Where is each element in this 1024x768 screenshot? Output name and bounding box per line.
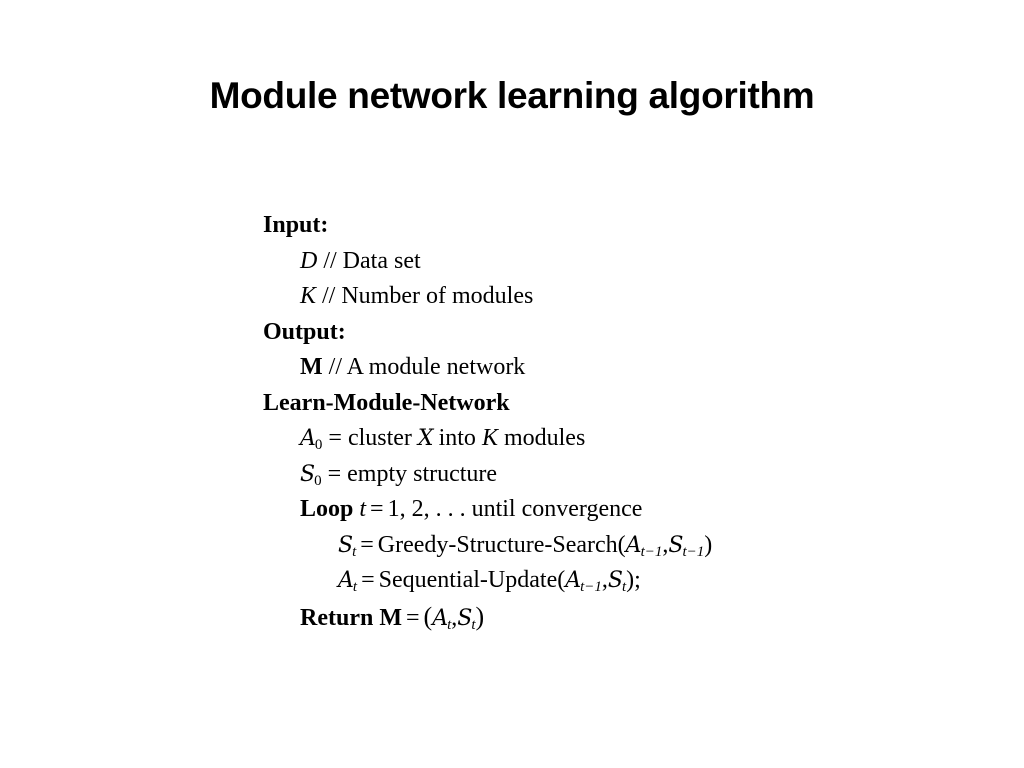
function-name: Greedy-Structure-Search(	[377, 531, 626, 558]
structure-symbol: S	[457, 605, 472, 631]
argument-separator: ,	[601, 567, 608, 593]
assignment-symbol: A	[565, 568, 581, 593]
sequential-update-step: At=Sequential-Update(At−1,St);	[263, 563, 712, 599]
init-assignment-line: A0 = cluster X into K modules	[263, 421, 712, 457]
assignment-symbol: A	[625, 532, 642, 558]
assignment-subscript: t−1	[640, 543, 663, 560]
closing-paren: )	[704, 531, 713, 558]
argument-separator: ,	[662, 531, 669, 558]
into-text: into	[438, 425, 476, 451]
function-name: Sequential-Update(	[378, 567, 566, 593]
structure-subscript: t−1	[682, 543, 705, 560]
modules-count-comment: // Number of modules	[322, 283, 534, 309]
slide-title: Module network learning algorithm	[209, 75, 815, 116]
structure-symbol: S	[338, 532, 353, 558]
assignment-subscript: t	[447, 616, 452, 633]
argument-separator: ,	[451, 604, 458, 631]
modules-count-symbol: K	[300, 283, 317, 309]
dataset-symbol: D	[300, 247, 318, 274]
network-symbol: M	[379, 604, 402, 631]
closing-paren: )	[475, 601, 485, 631]
loop-keyword: Loop	[300, 496, 354, 522]
output-label: Output:	[263, 318, 346, 345]
input-dataset-line: D // Data set	[263, 244, 712, 280]
loop-line: Loop t=1, 2, . . . until convergence	[263, 492, 712, 528]
equals-sign: =	[327, 460, 342, 487]
structure-symbol: S	[607, 568, 623, 593]
opening-paren: (	[423, 601, 433, 631]
structure-subscript: t	[352, 543, 357, 560]
network-symbol: M	[300, 354, 323, 380]
output-network-line: M // A module network	[263, 350, 712, 386]
assignment-subscript: 0	[314, 437, 323, 453]
equals-sign: =	[360, 531, 374, 558]
loop-range: 1, 2, . . .	[387, 496, 466, 522]
structure-subscript: t	[621, 579, 627, 595]
structure-symbol: S	[300, 461, 315, 487]
input-label: Input:	[263, 212, 329, 238]
assignment-subscript: t−1	[580, 579, 602, 595]
output-heading: Output:	[263, 315, 712, 351]
equals-sign: =	[370, 496, 384, 522]
assignment-subscript: t	[352, 579, 358, 595]
equals-sign: =	[405, 604, 420, 631]
network-comment: // A module network	[328, 354, 526, 380]
cluster-text: cluster	[347, 425, 412, 451]
assignment-symbol: A	[432, 605, 448, 631]
modules-text: modules	[503, 425, 586, 451]
structure-subscript: 0	[314, 472, 322, 489]
assignment-symbol: A	[300, 426, 316, 451]
assignment-symbol: A	[338, 568, 354, 593]
procedure-heading: Learn-Module-Network	[263, 386, 712, 422]
loop-variable: t	[359, 496, 367, 522]
closing-paren: );	[626, 567, 641, 593]
k-symbol: K	[481, 425, 498, 451]
input-heading: Input:	[263, 208, 712, 244]
structure-subscript: t	[471, 616, 476, 633]
equals-sign: =	[361, 567, 375, 593]
algorithm-block: Input: D // Data set K // Number of modu…	[263, 208, 712, 634]
equals-sign: =	[328, 425, 342, 451]
empty-structure-text: empty structure	[347, 460, 498, 487]
variables-symbol: X	[417, 426, 434, 451]
input-modules-line: K // Number of modules	[263, 279, 712, 315]
init-structure-line: S0 = empty structure	[263, 457, 712, 493]
procedure-name: Learn-Module-Network	[263, 389, 510, 416]
return-line: Return M=(At,St)	[263, 599, 712, 635]
return-keyword: Return	[300, 604, 374, 631]
structure-symbol: S	[668, 532, 683, 558]
structure-search-step: St=Greedy-Structure-Search(At−1,St−1)	[263, 528, 712, 564]
dataset-comment: // Data set	[323, 247, 421, 274]
loop-condition: until convergence	[471, 496, 643, 522]
